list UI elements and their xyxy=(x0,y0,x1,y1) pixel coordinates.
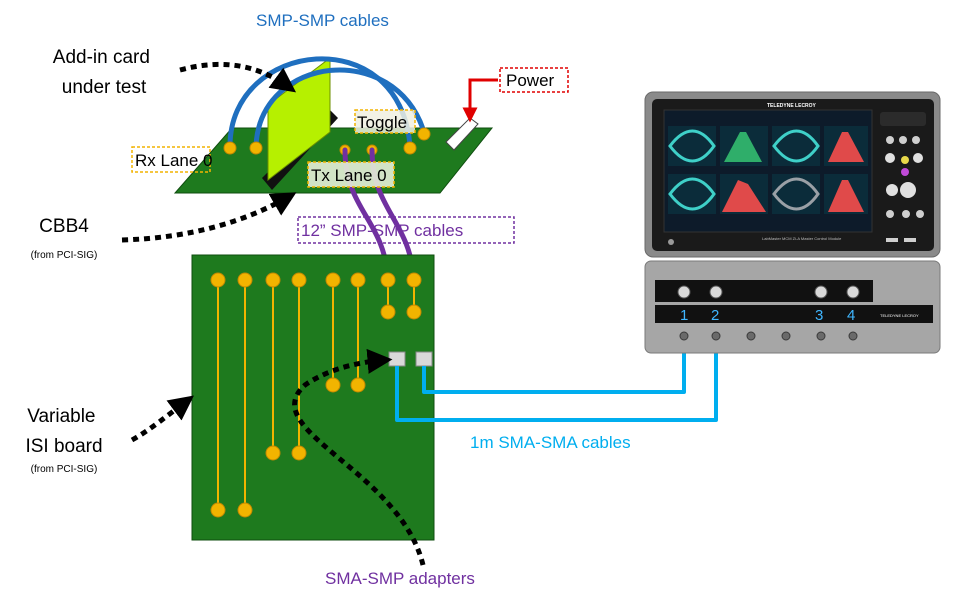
channel-4-label: 4 xyxy=(847,307,855,324)
label-add-in-card: Add-in card under test xyxy=(53,47,155,98)
scope-controls xyxy=(880,112,926,242)
eye-diagrams xyxy=(668,126,868,214)
label-tx-lane: Tx Lane 0 xyxy=(311,166,387,185)
label-smp-smp-cables-12in: 12” SMP-SMP cables xyxy=(301,221,463,240)
pointer-arrows xyxy=(121,62,426,566)
label-sma-sma-cables: 1m SMA-SMA cables xyxy=(470,433,631,452)
power-arrow xyxy=(462,78,498,123)
channel-3-label: 3 xyxy=(815,307,823,324)
scope-channel-module: 1 2 3 4 TELEDYNE LECROY xyxy=(644,260,941,354)
channel-1-label: 1 xyxy=(680,307,688,324)
power-label-box xyxy=(499,67,569,93)
scope-module-label: LabMaster MCM Zi-A Master Control Module xyxy=(762,236,842,241)
toggle-label-box xyxy=(354,109,416,134)
power-connector xyxy=(445,117,479,151)
label-power: Power xyxy=(506,71,555,90)
label-isi-source: (from PCI-SIG) xyxy=(31,464,98,475)
channel-2-label: 2 xyxy=(711,307,719,324)
smp-smp-cables-top xyxy=(227,56,427,149)
label-toggle: Toggle xyxy=(357,113,407,132)
rx-lane-label-box xyxy=(131,146,211,173)
isi-board-arrow xyxy=(130,395,194,443)
label-smp-smp-cables-top: SMP-SMP cables xyxy=(256,11,389,30)
label-sma-smp-adapters: SMA-SMP adapters xyxy=(325,569,475,588)
label-variable-isi-board: Variable ISI board xyxy=(25,406,102,457)
scope-front-brand: TELEDYNE LECROY xyxy=(880,313,919,318)
oscilloscope: TELEDYNE LECROY LabMaster MCM Zi-A Maste… xyxy=(644,91,941,258)
scope-power-button xyxy=(668,239,674,245)
tx-lane-label-box xyxy=(307,161,395,188)
adapters-arrow xyxy=(292,348,426,566)
label-cbb4-source: (from PCI-SIG) xyxy=(31,250,98,261)
variable-isi-board xyxy=(191,254,435,541)
label-rx-lane: Rx Lane 0 xyxy=(135,151,213,170)
addin-card-arrow xyxy=(179,62,297,93)
smp-12in-label-box xyxy=(297,216,515,244)
scope-brand: TELEDYNE LECROY xyxy=(767,103,817,109)
label-cbb4: CBB4 xyxy=(39,216,89,237)
cbb4-arrow xyxy=(121,192,297,243)
